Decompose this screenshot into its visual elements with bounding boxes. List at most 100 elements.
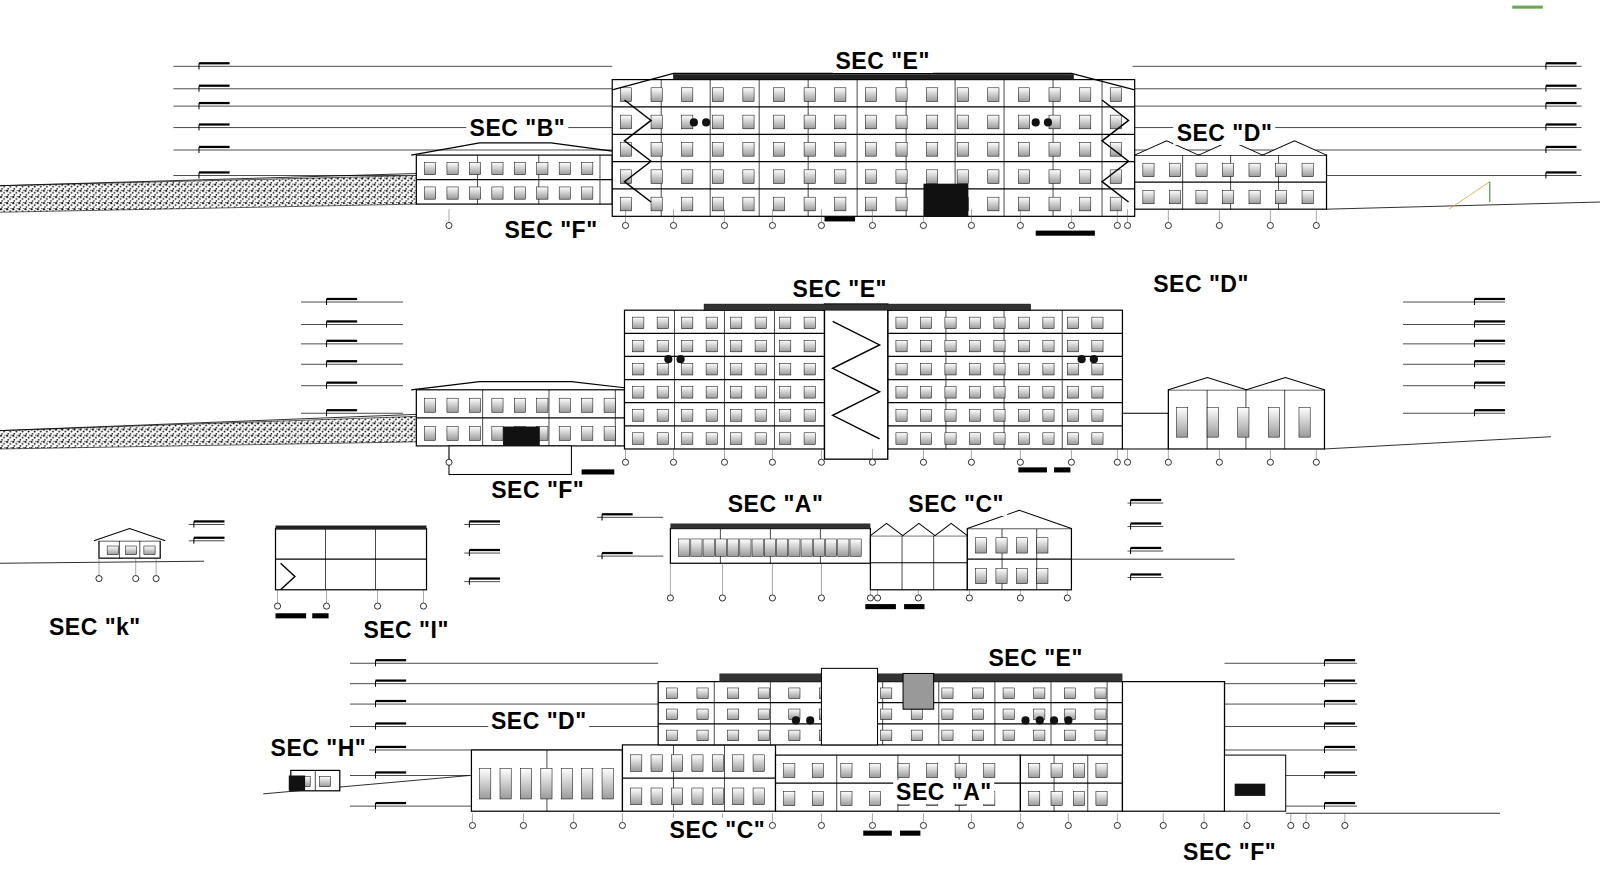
window: [469, 426, 480, 440]
window: [514, 398, 525, 412]
drawing-line: [872, 813, 873, 822]
drawing-line: [1219, 449, 1220, 459]
drawing-line: [326, 361, 327, 367]
drawing-line: [469, 579, 470, 585]
drawing-line: [945, 310, 946, 449]
window: [969, 317, 980, 329]
window: [773, 142, 784, 156]
window: [780, 363, 791, 375]
drawing-line: [1128, 526, 1164, 527]
roof-slab: [673, 74, 1073, 79]
window: [988, 142, 999, 156]
window: [712, 170, 723, 184]
window: [994, 317, 1005, 329]
drawing-line: [1131, 499, 1162, 501]
drawing-line: [1068, 813, 1069, 822]
window: [972, 730, 983, 741]
drawing-line: [194, 537, 225, 539]
section-label: SEC "I": [360, 618, 451, 642]
drawing-line: [1316, 209, 1317, 222]
grid-bubble: [133, 576, 139, 582]
window: [633, 317, 644, 329]
drawing-line: [326, 321, 327, 327]
window: [1051, 792, 1062, 806]
window: [319, 777, 330, 787]
window: [994, 387, 1005, 399]
drawing-line: [1051, 682, 1052, 745]
drawing-line: [612, 106, 1134, 107]
drawing-line: [1324, 437, 1551, 449]
grid-bubble: [1017, 222, 1023, 228]
drawing-line: [173, 66, 612, 67]
window: [927, 764, 938, 778]
drawing-line: [327, 382, 358, 384]
window: [1003, 730, 1014, 741]
window: [633, 340, 644, 352]
grid-bubble: [966, 595, 972, 601]
drawing-line: [1163, 813, 1164, 822]
grid-bubble: [670, 459, 676, 465]
window: [537, 398, 548, 412]
drawing-line: [198, 63, 199, 69]
section-label: SEC "B": [467, 115, 569, 139]
window: [633, 363, 644, 375]
window: [755, 410, 766, 422]
grid-bubble: [1313, 222, 1319, 228]
wall-outline: [612, 80, 1134, 217]
drawing-line: [821, 563, 822, 595]
drawing-line: [173, 106, 612, 107]
window: [1018, 387, 1029, 399]
drawing-line: [1117, 449, 1118, 459]
drawing-line: [759, 80, 760, 217]
drawing-line: [1546, 123, 1577, 125]
window: [706, 410, 717, 422]
drawing-line: [1403, 385, 1505, 386]
drawing-line: [1117, 209, 1118, 222]
window: [1018, 433, 1029, 445]
drawing-line: [971, 209, 972, 222]
drawing-line: [198, 172, 199, 178]
window: [682, 317, 693, 329]
drawing-line: [469, 520, 500, 522]
drawing-line: [1020, 590, 1021, 595]
window: [780, 433, 791, 445]
drawing-line: [301, 385, 403, 386]
dark-opening: [503, 427, 540, 446]
drawing-line: [1474, 383, 1475, 389]
window: [633, 433, 644, 445]
window: [869, 792, 880, 806]
window: [896, 410, 907, 422]
drawing-line: [1127, 449, 1128, 459]
grid-bubble: [446, 222, 452, 228]
wall-outline: [670, 529, 870, 564]
grid-bubble: [869, 459, 875, 465]
window: [1092, 340, 1103, 352]
drawing-line: [1087, 755, 1088, 811]
window: [679, 539, 690, 556]
drawing-line: [198, 86, 199, 92]
drawing-line: [1474, 299, 1475, 305]
drawing-line: [199, 123, 230, 125]
window: [1196, 163, 1207, 177]
drawing-line: [375, 529, 376, 590]
window: [424, 162, 435, 174]
section-label: SEC "C": [905, 492, 1007, 516]
window: [994, 433, 1005, 445]
window: [1143, 190, 1154, 204]
ground-hatch: [0, 416, 418, 449]
roof-line: [411, 143, 612, 155]
drawing-line: [918, 590, 919, 595]
drawing-line: [599, 155, 600, 204]
scale-bar: [276, 613, 307, 618]
grid-bubble: [1201, 822, 1207, 828]
drawing-line: [350, 683, 658, 684]
drawing-line: [1545, 86, 1546, 92]
drawing-line: [173, 88, 612, 89]
round-window: [1036, 716, 1044, 724]
drawing-line: [1403, 343, 1505, 344]
drawing-line: [375, 723, 376, 729]
drawing-line: [1130, 523, 1131, 529]
window: [107, 546, 118, 555]
window: [911, 730, 922, 741]
grid-bubble: [818, 459, 824, 465]
